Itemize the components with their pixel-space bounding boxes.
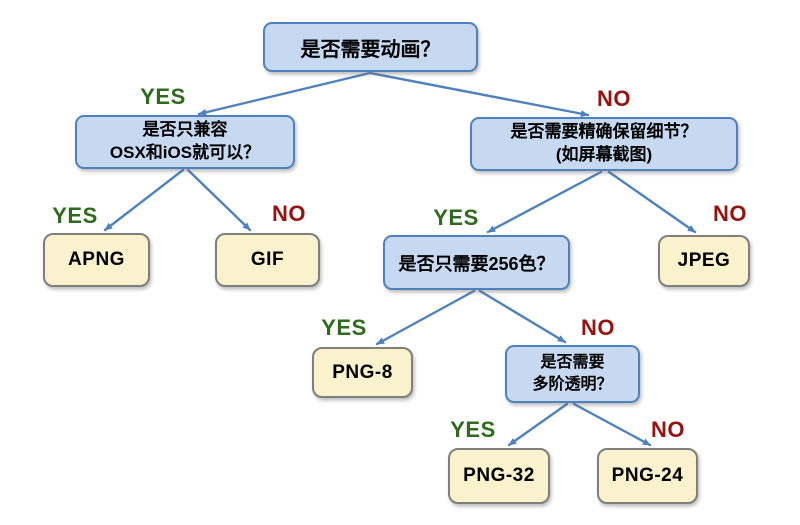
- connector-detail-yes: [486, 170, 603, 234]
- edge-label-osx-yes: YES: [52, 203, 98, 228]
- connector-osx-no: [186, 168, 252, 232]
- edge-label-detail-yes: YES: [433, 205, 479, 230]
- result-node-apng: APNG: [43, 233, 150, 287]
- decision-node-animation: 是否需要动画？: [263, 22, 478, 72]
- decision-node-label-line2: OSX和iOS就可以？: [109, 143, 261, 162]
- result-node-png8: PNG-8: [312, 347, 413, 398]
- edge-label-256-no: NO: [581, 315, 615, 340]
- connector-alpha-no: [572, 402, 652, 447]
- connector-256-no: [478, 289, 567, 344]
- result-node-png24: PNG-24: [597, 448, 698, 504]
- edge-label-256-yes: YES: [321, 315, 367, 340]
- result-node-label: JPEG: [677, 250, 731, 271]
- edge-label-detail-no: NO: [713, 201, 747, 226]
- decision-node-alpha: 是否需要 多阶透明？: [505, 345, 640, 403]
- decision-node-detail: 是否需要精确保留细节？ (如屏幕截图): [470, 117, 738, 171]
- result-node-png32: PNG-32: [448, 448, 550, 504]
- connector-256-yes: [375, 289, 476, 346]
- connector-animation-no: [368, 71, 590, 118]
- decision-node-label: 是否只需要256色？: [398, 253, 555, 274]
- connector-detail-no: [607, 170, 697, 234]
- connector-alpha-yes: [507, 402, 569, 447]
- decision-node-label-line2: (如屏幕截图): [555, 145, 653, 164]
- result-node-label: APNG: [68, 249, 125, 270]
- connector-animation-yes: [197, 71, 372, 116]
- edge-label-alpha-no: NO: [651, 417, 685, 442]
- decision-node-osx-ios: 是否只兼容 OSX和iOS就可以？: [75, 115, 295, 169]
- edge-label-osx-no: NO: [272, 201, 306, 226]
- edge-label-alpha-yes: YES: [450, 417, 496, 442]
- decision-node-label-line2: 多阶透明？: [532, 376, 613, 393]
- result-node-label: GIF: [250, 249, 285, 270]
- result-node-label: PNG-32: [463, 465, 535, 486]
- connector-osx-yes: [103, 168, 185, 232]
- result-node-jpeg: JPEG: [658, 235, 750, 287]
- edge-label-animation-no: NO: [597, 86, 631, 111]
- result-node-label: PNG-24: [611, 465, 684, 486]
- decision-node-label-line1: 是否需要: [540, 353, 605, 371]
- result-node-label: PNG-8: [332, 361, 393, 383]
- decision-node-label: 是否需要动画？: [300, 38, 441, 61]
- edge-label-animation-yes: YES: [140, 84, 186, 109]
- decision-node-256colors: 是否只需要256色？: [383, 235, 570, 290]
- decision-node-label-line1: 是否只兼容: [142, 120, 228, 140]
- result-node-gif: GIF: [215, 233, 320, 287]
- decision-node-label-line1: 是否需要精确保留细节？: [510, 122, 698, 142]
